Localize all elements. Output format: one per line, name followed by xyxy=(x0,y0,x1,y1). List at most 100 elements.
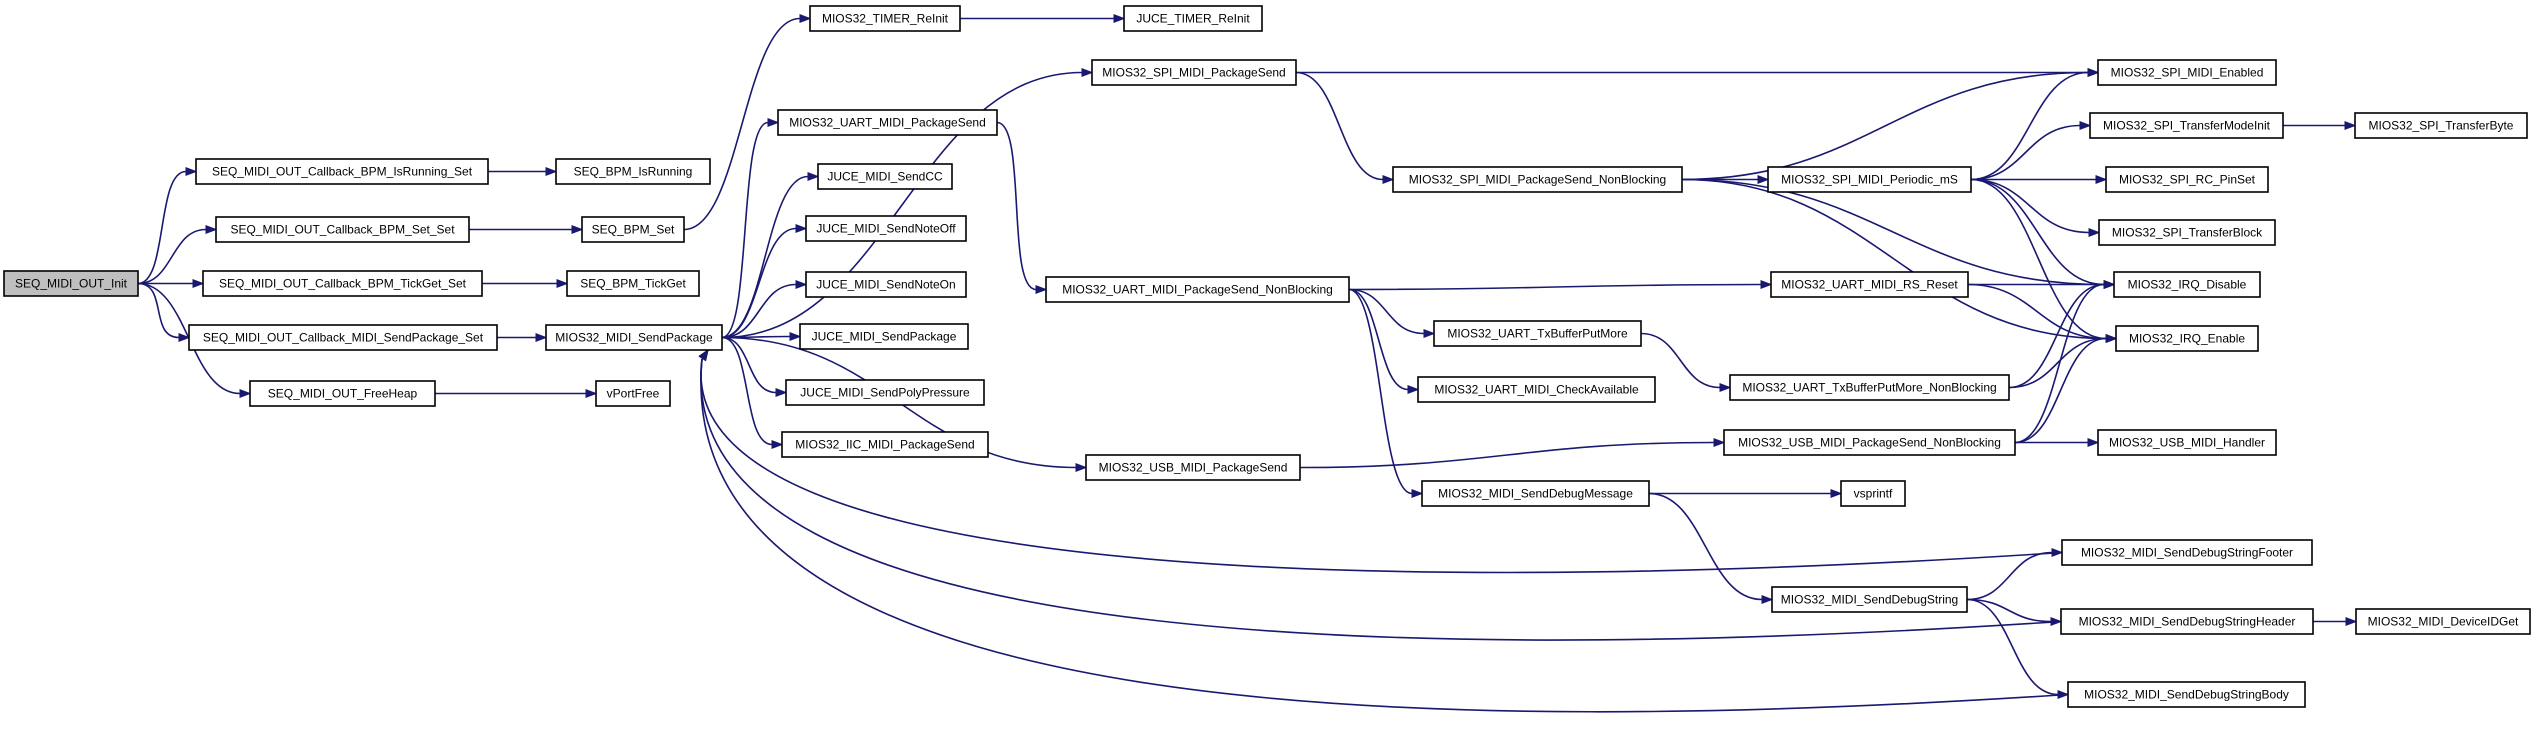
node-label: MIOS32_SPI_MIDI_Enabled xyxy=(2111,66,2264,80)
arrowhead-icon xyxy=(1035,284,1048,295)
edge-line xyxy=(1966,598,2059,696)
node-seq-midi-out-callback-bpm-isrunning-set[interactable]: SEQ_MIDI_OUT_Callback_BPM_IsRunning_Set xyxy=(195,158,489,185)
node-label: MIOS32_MIDI_SendDebugStringHeader xyxy=(2079,615,2296,629)
edge-mios32-midi-senddebugmessage-to-mios32-midi-senddebugstring xyxy=(1648,492,1774,605)
node-seq-midi-out-callback-bpm-set-set[interactable]: SEQ_MIDI_OUT_Callback_BPM_Set_Set xyxy=(215,216,470,243)
edge-mios32-timer-reinit-to-juce-timer-reinit xyxy=(960,13,1126,24)
node-mios32-iic-midi-packagesend[interactable]: MIOS32_IIC_MIDI_PackageSend xyxy=(781,431,989,458)
node-mios32-uart-midi-rs-reset[interactable]: MIOS32_UART_MIDI_RS_Reset xyxy=(1770,271,1969,298)
node-label: MIOS32_MIDI_SendDebugStringBody xyxy=(2084,688,2289,702)
node-box xyxy=(2097,59,2277,86)
node-mios32-spi-midi-periodic-ms[interactable]: MIOS32_SPI_MIDI_Periodic_mS xyxy=(1767,166,1972,193)
edge-line xyxy=(2014,283,2105,444)
node-juce-midi-sendnoteon[interactable]: JUCE_MIDI_SendNoteOn xyxy=(805,271,967,298)
node-juce-midi-sendpolypressure[interactable]: JUCE_MIDI_SendPolyPressure xyxy=(785,379,985,406)
node-label: MIOS32_IIC_MIDI_PackageSend xyxy=(795,438,974,452)
edge-mios32-usb-midi-packagesend-nonblocking-to-mios32-irq-enable xyxy=(2014,333,2118,444)
node-mios32-spi-transferbyte[interactable]: MIOS32_SPI_TransferByte xyxy=(2354,112,2528,139)
node-mios32-usb-midi-handler[interactable]: MIOS32_USB_MIDI_Handler xyxy=(2097,429,2277,456)
node-mios32-uart-midi-packagesend-nonblocking[interactable]: MIOS32_UART_MIDI_PackageSend_NonBlocking xyxy=(1045,276,1350,303)
arrowhead-icon xyxy=(2345,616,2358,627)
edge-line xyxy=(1966,598,2052,623)
edge-mios32-midi-sendpackage-to-juce-midi-sendpolypressure xyxy=(721,336,788,398)
node-mios32-uart-txbufferputmore-nonblocking[interactable]: MIOS32_UART_TxBufferPutMore_NonBlocking xyxy=(1729,374,2010,401)
node-mios32-spi-rc-pinset[interactable]: MIOS32_SPI_RC_PinSet xyxy=(2105,166,2269,193)
node-seq-midi-out-init[interactable]: SEQ_MIDI_OUT_Init xyxy=(3,270,139,297)
node-mios32-midi-senddebugstringbody[interactable]: MIOS32_MIDI_SendDebugStringBody xyxy=(2067,681,2306,708)
node-mios32-midi-senddebugstringfooter[interactable]: MIOS32_MIDI_SendDebugStringFooter xyxy=(2061,539,2313,566)
node-box xyxy=(1770,271,1969,298)
node-mios32-irq-enable[interactable]: MIOS32_IRQ_Enable xyxy=(2115,325,2259,352)
node-mios32-midi-senddebugmessage[interactable]: MIOS32_MIDI_SendDebugMessage xyxy=(1421,480,1650,507)
arrowhead-icon xyxy=(585,388,598,399)
node-mios32-usb-midi-packagesend-nonblocking[interactable]: MIOS32_USB_MIDI_PackageSend_NonBlocking xyxy=(1723,429,2016,456)
node-box xyxy=(1729,374,2010,401)
edge-mios32-spi-midi-periodic-ms-to-mios32-spi-rc-pinset xyxy=(1971,174,2108,185)
node-mios32-spi-transferblock[interactable]: MIOS32_SPI_TransferBlock xyxy=(2098,219,2276,246)
node-mios32-midi-sendpackage[interactable]: MIOS32_MIDI_SendPackage xyxy=(545,324,723,351)
edge-line xyxy=(721,336,777,394)
node-mios32-midi-deviceidget[interactable]: MIOS32_MIDI_DeviceIDGet xyxy=(2355,608,2531,635)
node-mios32-spi-midi-packagesend[interactable]: MIOS32_SPI_MIDI_PackageSend xyxy=(1091,59,1297,86)
arrowhead-icon xyxy=(192,278,205,289)
node-mios32-spi-midi-enabled[interactable]: MIOS32_SPI_MIDI_Enabled xyxy=(2097,59,2277,86)
node-seq-midi-out-freeheap[interactable]: SEQ_MIDI_OUT_FreeHeap xyxy=(249,380,436,407)
edge-mios32-uart-midi-packagesend-nonblocking-to-mios32-midi-senddebugmessage xyxy=(1348,288,1424,499)
edge-line xyxy=(1970,124,2081,181)
node-label: MIOS32_SPI_TransferByte xyxy=(2369,119,2514,133)
nodes-layer: SEQ_MIDI_OUT_Init SEQ_MIDI_OUT_Callback_B… xyxy=(3,5,2531,708)
node-box xyxy=(1771,586,1968,613)
edge-line xyxy=(1970,178,2090,234)
edge-line xyxy=(721,336,773,446)
edge-line xyxy=(1299,441,1715,469)
arrowhead-icon xyxy=(545,166,558,177)
node-box xyxy=(1840,480,1906,507)
node-box xyxy=(3,270,139,297)
node-seq-midi-out-callback-midi-sendpackage-set[interactable]: SEQ_MIDI_OUT_Callback_MIDI_SendPackage_S… xyxy=(188,324,498,351)
node-mios32-irq-disable[interactable]: MIOS32_IRQ_Disable xyxy=(2113,271,2261,298)
node-mios32-timer-reinit[interactable]: MIOS32_TIMER_ReInit xyxy=(809,5,961,32)
edge-line xyxy=(1348,288,1413,495)
node-vsprintf[interactable]: vsprintf xyxy=(1840,480,1906,507)
node-label: SEQ_BPM_Set xyxy=(592,223,675,237)
edge-line xyxy=(1970,71,2089,181)
arrowhead-icon xyxy=(2103,279,2116,290)
arrowhead-icon xyxy=(185,166,198,177)
edge-line xyxy=(137,228,207,285)
node-label: MIOS32_MIDI_SendDebugStringFooter xyxy=(2081,546,2293,560)
node-seq-bpm-set[interactable]: SEQ_BPM_Set xyxy=(581,216,685,243)
node-box xyxy=(188,324,498,351)
node-label: MIOS32_MIDI_SendPackage xyxy=(555,331,713,345)
node-mios32-usb-midi-packagesend[interactable]: MIOS32_USB_MIDI_PackageSend xyxy=(1085,454,1301,481)
node-seq-midi-out-callback-bpm-tickget-set[interactable]: SEQ_MIDI_OUT_Callback_BPM_TickGet_Set xyxy=(202,270,483,297)
edge-mios32-usb-midi-packagesend-nonblocking-to-mios32-irq-disable xyxy=(2014,279,2116,444)
arrowhead-icon xyxy=(807,171,820,182)
node-mios32-spi-transfermodeinit[interactable]: MIOS32_SPI_TransferModeInit xyxy=(2089,112,2284,139)
node-box xyxy=(595,380,671,407)
node-juce-timer-reinit[interactable]: JUCE_TIMER_ReInit xyxy=(1123,5,1263,32)
node-vportfree[interactable]: vPortFree xyxy=(595,380,671,407)
node-box xyxy=(2113,271,2261,298)
node-label: MIOS32_SPI_MIDI_PackageSend_NonBlocking xyxy=(1409,173,1666,187)
edge-line xyxy=(700,358,2063,574)
arrowhead-icon xyxy=(571,224,584,235)
node-label: MIOS32_USB_MIDI_PackageSend xyxy=(1099,461,1288,475)
node-mios32-midi-senddebugstring[interactable]: MIOS32_MIDI_SendDebugString xyxy=(1771,586,1968,613)
node-seq-bpm-tickget[interactable]: SEQ_BPM_TickGet xyxy=(566,270,700,297)
edge-seq-midi-out-init-to-seq-midi-out-callback-midi-sendpackage-set xyxy=(137,282,191,343)
node-juce-midi-sendcc[interactable]: JUCE_MIDI_SendCC xyxy=(817,163,953,190)
node-mios32-uart-midi-checkavailable[interactable]: MIOS32_UART_MIDI_CheckAvailable xyxy=(1417,376,1656,403)
node-juce-midi-sendpackage[interactable]: JUCE_MIDI_SendPackage xyxy=(799,323,969,350)
node-mios32-uart-midi-packagesend[interactable]: MIOS32_UART_MIDI_PackageSend xyxy=(777,109,998,136)
node-juce-midi-sendnoteoff[interactable]: JUCE_MIDI_SendNoteOff xyxy=(805,215,967,242)
edge-mios32-uart-midi-packagesend-nonblocking-to-mios32-uart-txbufferputmore xyxy=(1348,288,1436,339)
node-seq-bpm-isrunning[interactable]: SEQ_BPM_IsRunning xyxy=(555,158,711,185)
node-mios32-uart-txbufferputmore[interactable]: MIOS32_UART_TxBufferPutMore xyxy=(1433,320,1642,347)
node-box xyxy=(2067,681,2306,708)
node-box xyxy=(1085,454,1301,481)
edge-mios32-midi-sendpackage-to-juce-midi-sendnoteon xyxy=(721,279,808,339)
node-label: MIOS32_UART_MIDI_RS_Reset xyxy=(1781,278,1958,292)
node-label: vPortFree xyxy=(607,387,660,401)
node-mios32-spi-midi-packagesend-nonblocking[interactable]: MIOS32_SPI_MIDI_PackageSend_NonBlocking xyxy=(1392,166,1683,193)
node-mios32-midi-senddebugstringheader[interactable]: MIOS32_MIDI_SendDebugStringHeader xyxy=(2060,608,2314,635)
